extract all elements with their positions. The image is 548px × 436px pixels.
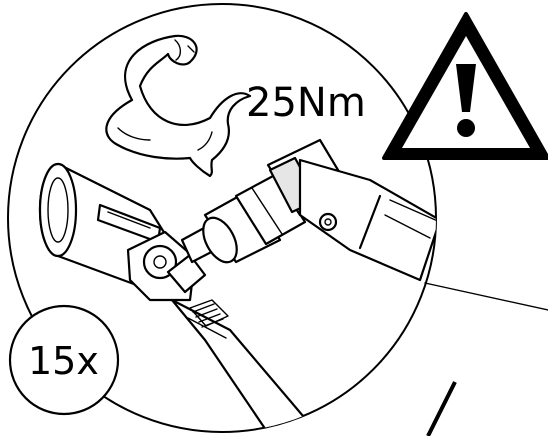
socket <box>202 173 307 264</box>
warning-triangle-icon <box>382 12 548 160</box>
callout-lines <box>424 282 548 436</box>
hose <box>170 298 322 432</box>
torque-wrench <box>266 138 436 282</box>
repeat-count-badge: 15x <box>8 304 120 416</box>
flexed-arm-icon <box>105 34 252 178</box>
torque-value-label: 25Nm <box>246 80 366 126</box>
clamp-fitting <box>126 230 207 302</box>
repeat-count-label: 15x <box>28 339 99 383</box>
